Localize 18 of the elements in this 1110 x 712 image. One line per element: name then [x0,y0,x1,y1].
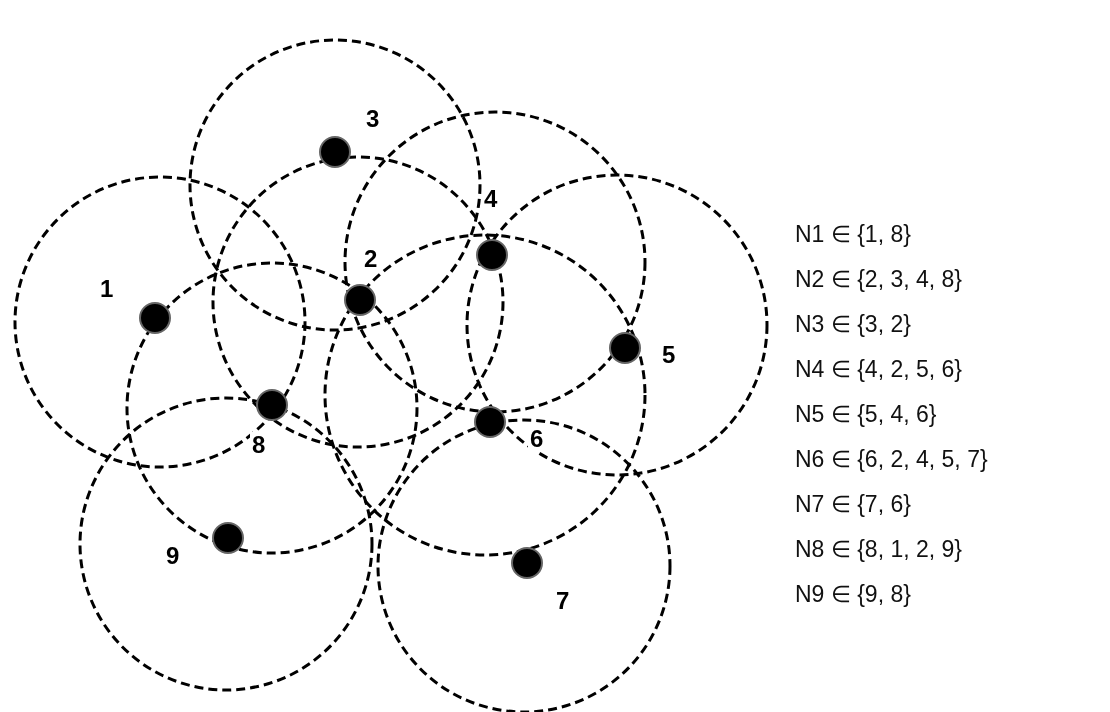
neighbor-set: N5 ∈ {5, 4, 6} [795,400,937,428]
sensor-node-dot [256,389,288,421]
sensor-node-dot [319,136,351,168]
sensor-node-dot [476,239,508,271]
sensor-node-dot [511,547,543,579]
sensor-node-dot [139,302,171,334]
neighbor-set: N7 ∈ {7, 6} [795,490,911,518]
neighbor-set: N2 ∈ {2, 3, 4, 8} [795,265,963,293]
neighbor-set: N8 ∈ {8, 1, 2, 9} [795,535,963,563]
sensor-node-dot [609,332,641,364]
neighbor-set: N4 ∈ {4, 2, 5, 6} [795,355,963,383]
sensor-node-dot [474,406,506,438]
neighbor-set: N9 ∈ {9, 8} [795,580,911,608]
neighbor-set: N3 ∈ {3, 2} [795,310,911,338]
sensor-node-dot [344,284,376,316]
neighbor-set: N6 ∈ {6, 2, 4, 5, 7} [795,445,988,473]
sensor-node-dot [212,522,244,554]
neighbor-set: N1 ∈ {1, 8} [795,220,911,248]
